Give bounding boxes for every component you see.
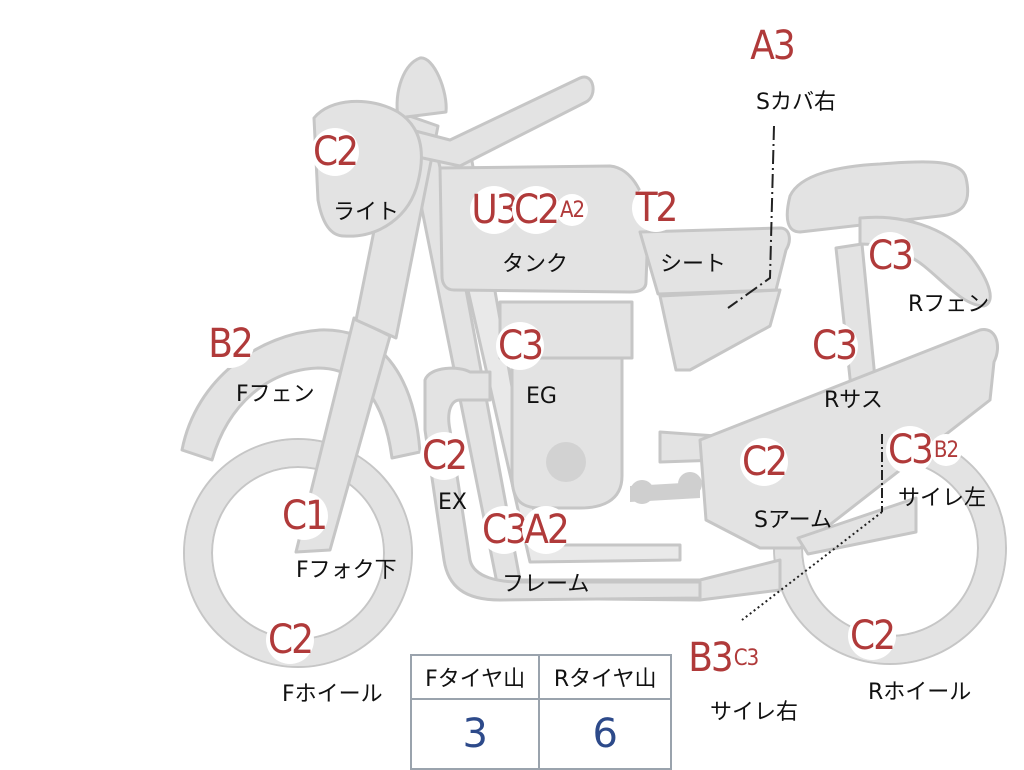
grade-group: C3 [866,232,914,280]
grade-group: C2 [848,612,896,660]
tire-tread-table: Fタイヤ山 Rタイヤ山 3 6 [409,654,672,770]
handlebar-shape [402,75,595,168]
table-header-row: Fタイヤ山 Rタイヤ山 [409,654,672,700]
condition-grade-badge: C1 [280,492,328,540]
grade-group: T2 [632,184,680,232]
condition-grade-badge: A3 [748,22,796,70]
part-label: Rサス [824,388,883,413]
table-row: 3 6 [409,698,672,770]
grade-group: C2 [740,438,788,486]
condition-grade-badge: U3 [470,186,519,234]
side-cover-shape [658,288,782,372]
seat-shape [638,226,791,296]
part-label: フレーム [502,572,590,597]
condition-grade-badge: C3 [810,322,858,370]
part-label: ライト [333,200,400,225]
grade-group: B2 [206,320,254,368]
part-label: Rホイール [868,680,972,705]
grade-group: B3 C3 [686,634,762,682]
condition-grade-badge: A2 [522,506,570,554]
side-cover-leader-line [727,125,775,309]
condition-grade-badge: C2 [512,186,560,234]
part-label: Rフェン [908,292,990,317]
swing-arm-shape [698,328,999,550]
part-label: Sカバ右 [756,90,836,115]
rear-tire-tread-value: 6 [538,698,672,770]
grade-group: C3 [810,322,858,370]
grade-group: C3 B2 [886,426,962,474]
grade-group: C2 [420,432,468,480]
part-label: シート [660,252,727,277]
condition-grade-badge: C2 [740,438,788,486]
table-header-cell: Rタイヤ山 [538,654,672,700]
front-tire-tread-value: 3 [409,698,541,770]
condition-grade-badge: C3 [886,426,934,474]
grade-group: C2 [311,128,359,176]
part-label: Fフェン [236,382,315,407]
sub-grade-badge: B2 [930,434,962,466]
part-label: サイレ右 [710,700,799,725]
grade-group: C2 [266,616,314,664]
condition-grade-badge: B2 [206,320,254,368]
condition-grade-badge: C3 [480,506,528,554]
sub-grade-badge: C3 [730,642,762,674]
grade-group: A3 [748,22,796,70]
condition-grade-badge: C3 [496,322,544,370]
condition-grade-badge: C3 [866,232,914,280]
condition-grade-badge: B3 [686,634,734,682]
part-label: Fホイール [282,682,383,707]
part-label: タンク [502,252,569,277]
condition-grade-badge: T2 [632,184,680,232]
part-label: EG [526,384,557,409]
part-label: Fフォク下 [296,558,397,583]
table-header-cell: Fタイヤ山 [409,654,541,700]
grade-group: C1 [280,492,328,540]
condition-grade-badge: C2 [266,616,314,664]
grade-group: U3 C2 A2 [470,186,588,234]
grade-group: C3 [496,322,544,370]
sub-grade-badge: A2 [556,194,588,226]
condition-grade-badge: C2 [420,432,468,480]
condition-grade-badge: C2 [848,612,896,660]
grade-group: C3 A2 [480,506,570,554]
part-label: サイレ左 [898,486,987,511]
condition-grade-badge: C2 [311,128,359,176]
part-label: EX [438,490,467,515]
part-label: Sアーム [754,508,832,533]
